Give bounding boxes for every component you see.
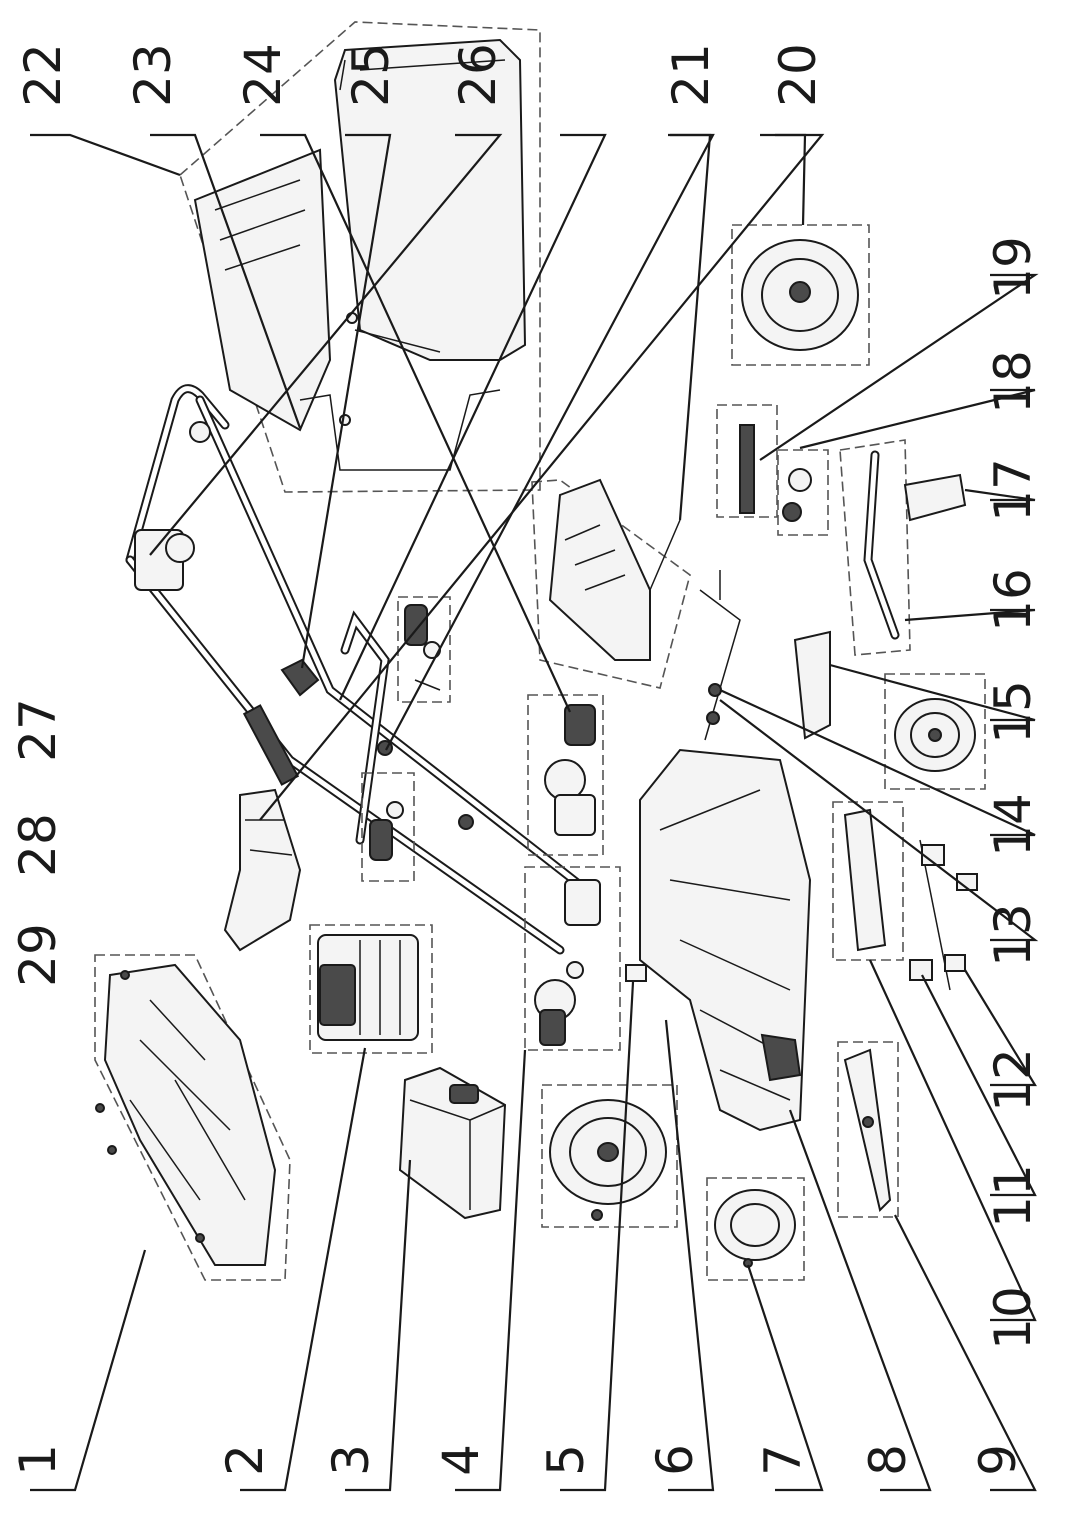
callout-25-placed: 25	[342, 43, 400, 107]
callout-18: 18	[984, 350, 1042, 414]
callout-24-placed: 24	[234, 43, 292, 107]
callout-labels: 1 2 3 4 5 6 7 8 9 10 11 12 13 14 15 16 1…	[9, 236, 1042, 1476]
part-20-wheel	[731, 224, 870, 366]
callout-27-side: 27	[9, 698, 67, 762]
part-2-motor	[309, 924, 433, 1054]
callout-11: 11	[984, 1164, 1042, 1228]
part-16-17-lever	[839, 439, 967, 656]
callout-5: 5	[537, 1444, 595, 1476]
callout-22-placed: 22	[14, 43, 72, 107]
callout-16: 16	[984, 568, 1042, 632]
part-29-flap	[223, 788, 302, 952]
callout-29-side: 29	[9, 923, 67, 987]
callout-labels-top: 22232425262120272829272829	[9, 43, 827, 987]
part-6-clip	[625, 964, 647, 982]
callout-20-placed: 20	[769, 43, 827, 107]
part-11-12-13-axle	[832, 801, 978, 991]
callout-4: 4	[432, 1444, 490, 1476]
part-21-rear-flap	[531, 478, 691, 689]
callout-23-placed: 23	[124, 43, 182, 107]
part-8-deck	[639, 748, 812, 1132]
part-19-rod	[716, 404, 778, 518]
part-15-bracket	[699, 570, 831, 741]
callout-28-side: 28	[9, 813, 67, 877]
callout-10: 10	[984, 1286, 1042, 1350]
callout-6: 6	[646, 1444, 704, 1476]
callout-1: 1	[9, 1444, 67, 1476]
part-22-grass-catcher	[179, 21, 541, 493]
part-5-rear-wheel	[541, 1084, 678, 1228]
callout-3: 3	[322, 1444, 380, 1476]
part-handle-assembly	[125, 384, 585, 955]
part-9-blade	[837, 1041, 899, 1218]
callout-14: 14	[984, 793, 1042, 857]
callout-12: 12	[984, 1048, 1042, 1112]
part-7-front-wheel	[706, 1177, 805, 1281]
leader-lines	[30, 133, 1039, 1492]
callout-8: 8	[859, 1444, 917, 1476]
part-3-battery	[398, 1066, 507, 1220]
callout-17: 17	[984, 458, 1042, 522]
callout-15: 15	[984, 680, 1042, 744]
callout-19: 19	[984, 236, 1042, 300]
callout-21-placed: 21	[662, 43, 720, 107]
part-18-latch	[777, 449, 829, 536]
part-24b-adjuster	[527, 694, 604, 856]
callout-26-placed: 26	[449, 43, 507, 107]
part-4-height-adjust	[524, 866, 621, 1051]
part-14-wheel	[884, 673, 986, 790]
callout-13: 13	[984, 903, 1042, 967]
part-24-handle-knob	[361, 596, 474, 882]
callout-2: 2	[216, 1444, 274, 1476]
callout-7: 7	[754, 1444, 812, 1476]
callout-9: 9	[969, 1444, 1027, 1476]
part-1-top-cover	[94, 954, 291, 1281]
